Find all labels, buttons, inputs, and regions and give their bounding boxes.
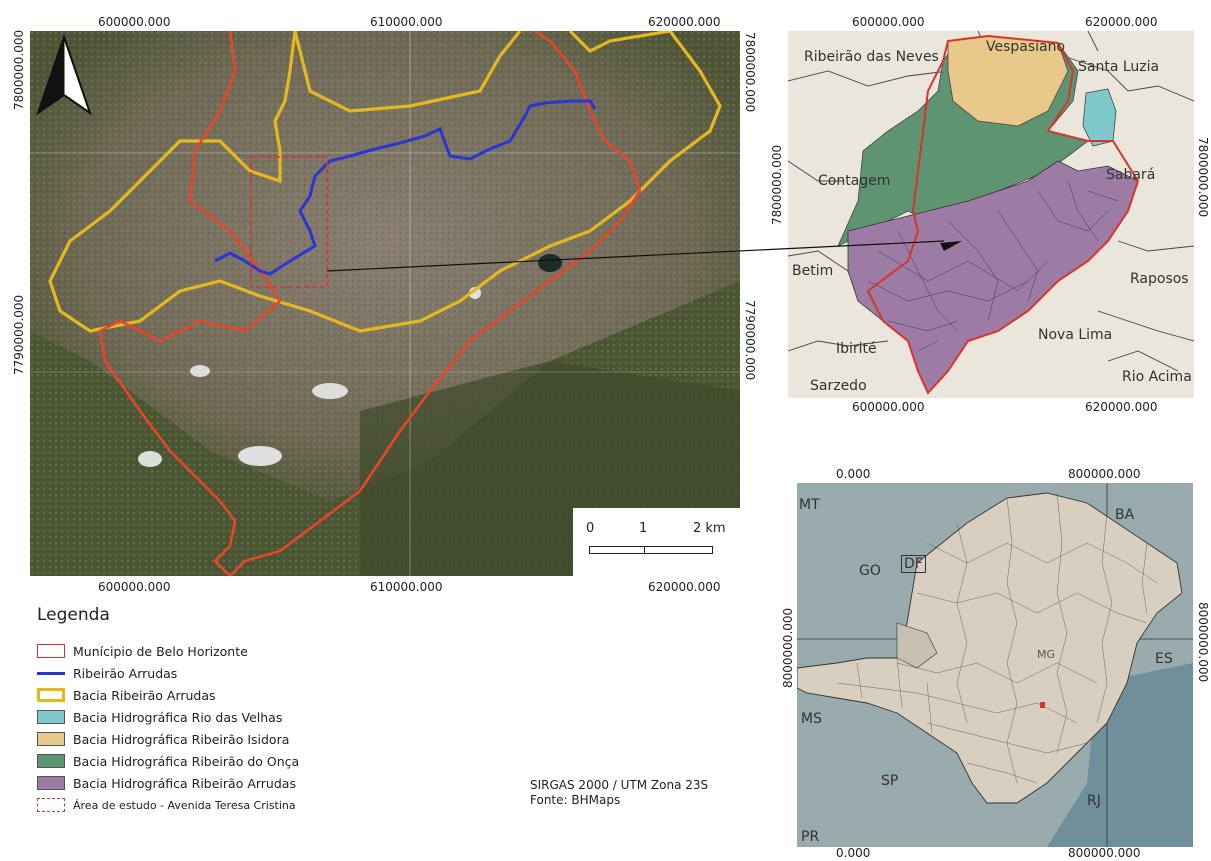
mg-state-area [797,492,1183,804]
main-top-tick: 620000.000 [648,15,721,29]
legend-symbol [37,732,65,746]
place-label: Rio Acima [1122,369,1192,385]
state-label: MG [1037,648,1056,661]
inset-bottom-tick: 0.000 [836,846,871,860]
place-label: Vespasiano [986,39,1066,55]
bacia-arrudas-boundary [48,31,722,333]
study-area-box[interactable] [250,156,328,288]
municipio-bh-boundary [98,31,642,576]
legend-label: Bacia Hidrográfica Rio das Velhas [73,709,283,725]
legend-title: Legenda [37,605,110,625]
pointer-arrowhead [940,241,962,251]
df-area [896,622,938,669]
inset-region-canvas [788,31,1194,398]
bh-location-marker [1040,702,1045,708]
legend-item: Bacia Hidrográfica Rio das Velhas [37,709,282,725]
state-label: BA [1115,507,1135,523]
inset-state-map[interactable]: MT BA GO DF ES MS SP RJ PR MG [797,483,1193,847]
inset-bottom-tick: 0.000 [836,467,871,481]
inset-bh-boundary [866,34,1140,395]
legend-label: Bacia Ribeirão Arrudas [73,687,216,703]
scale-label: 2 km [693,521,726,536]
legend-symbol [37,688,65,702]
place-label: Betim [792,263,834,279]
ribeirao-arrudas-line [214,99,597,276]
legend-symbol [37,710,65,724]
legend-item: Ribeirão Arrudas [37,665,177,681]
legend-label: Ribeirão Arrudas [73,665,178,681]
state-label: RJ [1087,793,1101,809]
scale-label: 0 [586,521,595,536]
crs-text: SIRGAS 2000 / UTM Zona 23S [530,778,709,792]
legend-label: Bacia Hidrográfica Ribeirão do Onça [73,753,300,769]
main-top-tick: 610000.000 [370,15,443,29]
legend-label: Bacia Hidrográfica Ribeirão Isidora [73,731,290,747]
main-bottom-tick: 600000.000 [98,580,171,594]
inset-top-tick: 600000.000 [852,15,925,29]
state-label: GO [859,563,881,579]
inset-top-tick: 620000.000 [1085,15,1158,29]
legend-symbol [37,671,65,675]
state-label: DF [901,555,926,573]
cloud [469,287,481,299]
inset-top-tick: 620000.000 [1085,400,1158,414]
inset-bottom-right-tick: 8000000.000 [1196,602,1210,683]
cloud [190,365,210,377]
place-label: Santa Luzia [1078,59,1160,75]
legend-label: Área de estudo - Avenida Teresa Cristina [73,798,296,812]
legend-item: Área de estudo - Avenida Teresa Cristina [37,797,296,813]
place-label: Nova Lima [1038,327,1113,343]
legend-label: Bacia Hidrográfica Ribeirão Arrudas [73,775,296,791]
inset-state-canvas [797,483,1193,847]
inset-bottom-left-tick: 8000000.000 [781,607,795,688]
cloud [312,383,348,399]
state-label: SP [881,773,899,789]
inset-top-tick: 600000.000 [852,400,925,414]
legend-item: Munícipio de Belo Horizonte [37,643,248,659]
state-label: PR [801,829,820,845]
cloud [138,451,162,467]
scale-bar: 0 1 2 km [573,508,740,578]
main-bottom-tick: 610000.000 [370,580,443,594]
north-arrow-icon [34,33,94,118]
cloud [238,446,282,466]
state-label: MS [801,711,822,727]
place-label: Raposos [1130,271,1189,287]
legend-symbol [37,754,65,768]
legend-item: Bacia Hidrográfica Ribeirão do Onça [37,753,299,769]
inset-bottom-tick: 800000.000 [1068,467,1141,481]
main-bottom-tick: 620000.000 [648,580,721,594]
legend-label: Munícipio de Belo Horizonte [73,643,248,659]
main-map-canvas [30,31,740,576]
source-text: Fonte: BHMaps [530,793,621,807]
legend-symbol [37,776,65,790]
legend-item: Bacia Ribeirão Arrudas [37,687,216,703]
place-label: Ibirité [836,341,877,357]
legend-item: Bacia Hidrográfica Ribeirão Isidora [37,731,289,747]
place-label: Ribeirão das Neves [804,49,939,65]
inset-region-map[interactable]: Ribeirão das Neves Vespasiano Santa Luzi… [788,31,1194,398]
state-label: ES [1155,651,1173,667]
legend-symbol [37,644,65,658]
ocean [1047,663,1193,847]
scale-label: 1 [639,521,648,536]
legend-item: Bacia Hidrográfica Ribeirão Arrudas [37,775,296,791]
scale-bar-graphic [589,546,713,554]
place-label: Sarzedo [810,378,867,394]
legend-symbol [37,798,65,812]
state-label: MT [799,497,820,513]
place-label: Contagem [818,173,891,189]
main-top-tick: 600000.000 [98,15,171,29]
inset-bottom-tick: 800000.000 [1068,846,1141,860]
lake [538,254,562,272]
main-map[interactable] [30,31,740,576]
place-label: Sabará [1106,167,1156,183]
